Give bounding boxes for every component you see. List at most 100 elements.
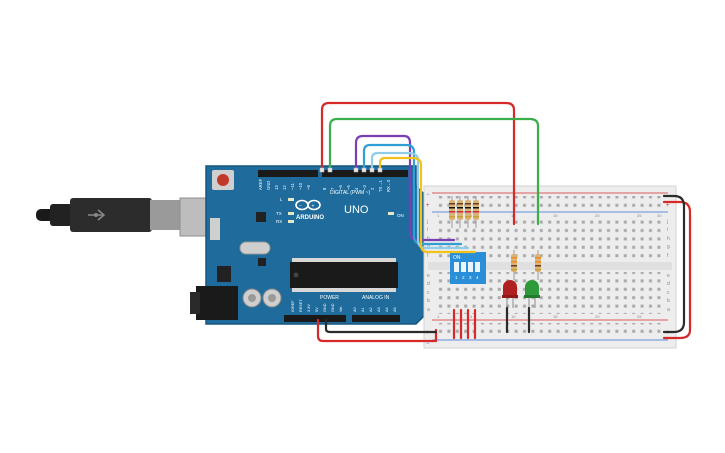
col-label-20-bottom: 20 xyxy=(595,314,600,319)
analog-header-label: ANALOG IN xyxy=(362,295,390,301)
dip-toggle-4[interactable] xyxy=(475,262,480,272)
header-power xyxy=(284,315,346,322)
row-label-a-right: a xyxy=(667,307,670,313)
pin-label-3: ~3 xyxy=(362,185,367,190)
col-label-10-bottom: 10 xyxy=(511,314,516,319)
dip-toggle-3[interactable] xyxy=(468,262,473,272)
power-jack[interactable] xyxy=(196,286,238,320)
led-red[interactable] xyxy=(502,280,518,308)
wire-black-gnd[interactable] xyxy=(324,318,438,334)
led-tx-label: TX xyxy=(276,211,282,216)
pin-label-a3: A3 xyxy=(377,307,381,312)
pin-label-a2: A2 xyxy=(369,307,373,312)
wire-red-pin10[interactable] xyxy=(320,101,516,226)
small-chip xyxy=(258,258,266,266)
pin-end-4 xyxy=(361,167,367,173)
row-label-d: d xyxy=(427,281,430,287)
row-label-i: i xyxy=(427,227,428,233)
col-label-1: 1 xyxy=(437,213,440,218)
led-on xyxy=(388,212,394,215)
row-label-i-right: i xyxy=(667,227,668,233)
led-resistor-red[interactable] xyxy=(511,250,517,280)
led-tx xyxy=(288,212,294,215)
col-label-1-bottom: 1 xyxy=(437,314,440,319)
pin-label-ioref: IOREF xyxy=(291,300,295,312)
dip-on-label: ON xyxy=(453,255,461,261)
reset-button-cap[interactable] xyxy=(217,174,229,186)
row-label-f: f xyxy=(427,253,429,259)
arduino-logo: − + xyxy=(295,199,321,211)
pin-end-8 xyxy=(327,167,333,173)
usb-port-housing xyxy=(210,218,220,240)
col-label-15: 15 xyxy=(553,213,558,218)
rail-minus-label-top: − xyxy=(426,192,430,198)
dip-toggle-2[interactable] xyxy=(461,262,466,272)
row-label-b: b xyxy=(427,298,430,304)
pin-label-a0: A0 xyxy=(353,307,357,312)
crystal xyxy=(239,241,271,255)
board-model-text: UNO xyxy=(344,204,369,216)
resistor-1[interactable] xyxy=(449,196,455,228)
rail-plus-label-top-right: + xyxy=(666,203,670,209)
row-label-e: e xyxy=(427,273,430,279)
pin-label-7: 7 xyxy=(330,187,335,190)
dip-num-2: 2 xyxy=(462,275,465,280)
row-label-c-right: c xyxy=(667,290,670,296)
header-top-right xyxy=(322,170,408,177)
pin-label-5v: 5V xyxy=(315,307,319,312)
resistor-3[interactable] xyxy=(465,196,471,228)
power-rail-bottom[interactable] xyxy=(434,323,664,337)
row-label-a: a xyxy=(427,307,430,313)
header-analog xyxy=(352,315,400,322)
row-label-j-right: j xyxy=(666,219,668,225)
pin-label-4: 4 xyxy=(354,187,359,190)
col-label-5: 5 xyxy=(470,213,473,218)
wire-black-rail-jumper[interactable] xyxy=(662,194,686,334)
row-label-h-right: h xyxy=(667,236,670,242)
wire-yellow-pin2[interactable] xyxy=(378,156,477,254)
pin-label-gnd-a: GND xyxy=(323,303,327,312)
header-top-left xyxy=(258,170,318,177)
rail-minus-label-bottom: − xyxy=(426,341,430,347)
pin-end-3 xyxy=(369,167,375,173)
pin-label-5: ~5 xyxy=(346,185,351,190)
wire-blue-pin4[interactable] xyxy=(362,143,463,246)
led-green[interactable] xyxy=(524,280,540,308)
svg-text:−: − xyxy=(299,203,302,209)
rail-plus-label-top: + xyxy=(426,203,430,209)
wire-green-pin8[interactable] xyxy=(328,117,540,226)
led-l-label: L xyxy=(280,197,283,202)
pin-label-a4: A4 xyxy=(385,307,389,312)
pin-label-gnd: GND xyxy=(266,181,271,190)
pin-label-3v3: 3.3V xyxy=(307,304,311,312)
power-rail-top[interactable] xyxy=(434,196,664,210)
pin-label-8: 8 xyxy=(322,187,327,190)
wire-red-5v[interactable] xyxy=(316,318,438,343)
pin-label-vin: Vin xyxy=(339,307,343,312)
arduino-uno-board[interactable]: AREF GND 13 12 ~11 ~10 ~9 8 7 ~6 ~5 4 ~3… xyxy=(190,165,425,325)
dip-num-3: 3 xyxy=(469,275,472,280)
pin-label-reset: RESET xyxy=(299,299,303,312)
col-label-20: 20 xyxy=(595,213,600,218)
row-label-f-right: f xyxy=(667,253,669,259)
chip-socket-top xyxy=(292,258,396,262)
dip-num-4: 4 xyxy=(476,275,479,280)
row-label-g-right: g xyxy=(667,244,670,250)
dip-toggle-1[interactable] xyxy=(454,262,459,272)
voltage-regulator xyxy=(217,266,231,282)
resistor-4[interactable] xyxy=(473,196,479,228)
led-on-label: ON xyxy=(397,213,404,218)
led-resistor-green[interactable] xyxy=(535,250,541,280)
wire-purple-pin5[interactable] xyxy=(354,134,456,242)
pin-label-1: TX→1 xyxy=(378,179,383,192)
dip-switch[interactable]: ON 1 2 3 4 xyxy=(450,252,486,284)
row-label-j: j xyxy=(426,219,428,225)
resistor-2[interactable] xyxy=(457,196,463,228)
pin-label-0: RX←0 xyxy=(386,179,391,192)
col-label-30: 30 xyxy=(657,213,662,218)
pin-label-2: 2 xyxy=(370,187,375,190)
pin-label-11: ~11 xyxy=(290,183,295,190)
resistor-array-top[interactable] xyxy=(449,196,479,228)
arduino-logo-text: ARDUINO xyxy=(296,215,324,221)
col-label-25: 25 xyxy=(637,213,642,218)
